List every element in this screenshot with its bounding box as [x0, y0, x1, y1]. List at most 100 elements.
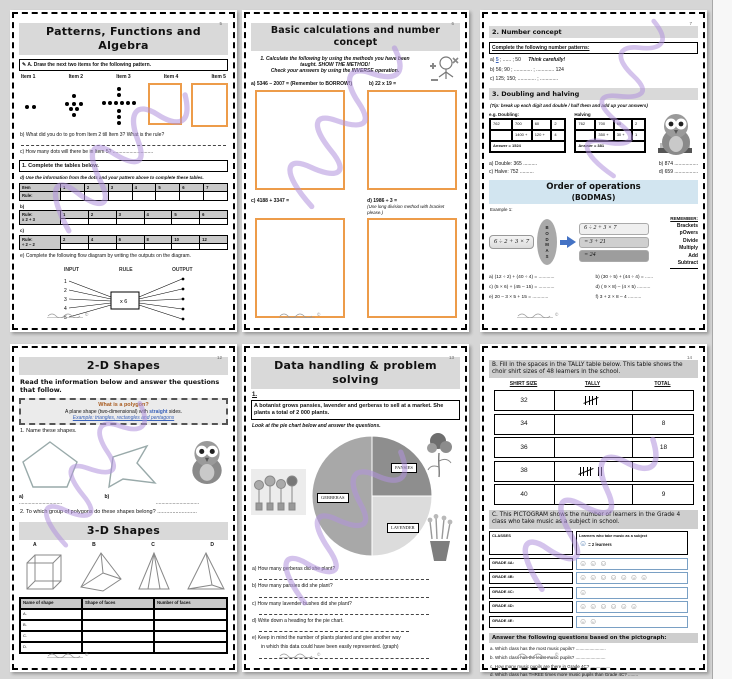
shapes-row-label: A.: [23, 611, 27, 617]
shapes-table-cell[interactable]: [154, 630, 227, 642]
tally-total[interactable]: [633, 462, 695, 481]
remember-heading: REMEMBER:: [670, 216, 698, 221]
section-2-heading: 2. Number concept: [489, 26, 698, 39]
table-a-cell[interactable]: [84, 192, 108, 200]
look-instruction: Look at the pie chart below and answer t…: [252, 422, 381, 429]
table-b-cell[interactable]: [88, 219, 116, 225]
worksheet-page-6[interactable]: 14 B. Fill in the spaces in the TALLY ta…: [480, 344, 707, 677]
tally-row: 38: [493, 460, 695, 482]
rule-table-c[interactable]: Rule: ÷ 2 – 2 2 4 6 8 10 12: [19, 235, 228, 251]
shapes-table-cell[interactable]: [82, 641, 154, 653]
smiley-icon: ☺: [609, 573, 618, 583]
table-c-cell[interactable]: [116, 244, 144, 250]
table-b-cell[interactable]: [144, 219, 172, 225]
tally-total[interactable]: 9: [661, 490, 666, 498]
tally-total[interactable]: [633, 391, 695, 410]
item4-answer-box[interactable]: [148, 83, 182, 125]
smiley-icon: ☺: [589, 558, 598, 568]
label-a: a): [19, 493, 24, 500]
pictogram-row-label: GRADE 4E:: [489, 615, 573, 628]
table-b-cell[interactable]: [200, 219, 227, 225]
triangular-prism-shape: [80, 551, 123, 592]
table-a-cell[interactable]: [108, 192, 132, 200]
pictogram-row-label: GRADE 4D:: [489, 601, 573, 614]
table-a-header: 6: [180, 184, 204, 192]
tally-table[interactable]: SHIRT SIZE TALLY TOTAL 32 34 8 36: [493, 381, 695, 506]
smiley-icon: ☺: [579, 573, 588, 583]
table-b-cell[interactable]: [116, 219, 144, 225]
tally-marks[interactable]: [555, 485, 633, 505]
question-e: e) Complete the following flow diagram b…: [20, 253, 191, 260]
work-box-c[interactable]: [255, 218, 345, 319]
square-pyramid-shape: [137, 551, 170, 590]
label-c: c): [20, 228, 25, 234]
tally-total[interactable]: 18: [659, 443, 668, 451]
worksheet-page-4[interactable]: 12 2-D Shapes Read the information below…: [10, 344, 237, 672]
work-box-d[interactable]: [367, 218, 457, 319]
table-a-header: 2: [84, 184, 108, 192]
section-a-text: A. Draw the next two items for the follo…: [27, 61, 152, 68]
item5-answer-box[interactable]: [191, 83, 228, 127]
worksheet-page-1[interactable]: 5 Patterns, Functions and Algebra ✎ A. D…: [10, 10, 237, 332]
table-b-cell[interactable]: [61, 219, 88, 225]
owl-clipart: [192, 441, 222, 485]
tally-total[interactable]: 8: [661, 420, 666, 428]
table-a-cell[interactable]: [180, 192, 204, 200]
table-a-cell[interactable]: [61, 192, 84, 200]
answer-line: [259, 609, 429, 615]
dot-pattern-item2: [65, 94, 83, 117]
tally-marks[interactable]: [555, 438, 633, 458]
flow-input-2: 2: [64, 288, 67, 294]
worksheet-page-2[interactable]: 6 Basic calculations and number concept …: [242, 10, 469, 332]
tally-marks[interactable]: [555, 391, 633, 411]
shapes-table-cell[interactable]: [82, 608, 154, 620]
table-a-cell[interactable]: [132, 192, 156, 200]
label-b: b): [104, 493, 110, 500]
table-c-cell[interactable]: [172, 244, 200, 250]
smiley-icon: ☺: [599, 573, 608, 583]
table-a-cell[interactable]: [204, 192, 227, 200]
bodmas-step-2: = 3 + 21: [579, 236, 650, 249]
worksheet-page-5[interactable]: 13 Data handling & problem solving 1. A …: [242, 344, 469, 672]
tally-marks[interactable]: [555, 461, 633, 481]
pictograph-question-c: c. How many music pupils are there in Gr…: [490, 663, 611, 669]
work-box-a[interactable]: [255, 89, 345, 190]
shapes-table-cell[interactable]: [82, 619, 154, 631]
page-title: Patterns, Functions and Algebra: [19, 23, 228, 55]
shapes-table-cell[interactable]: [154, 619, 227, 631]
shapes-row-label: B.: [23, 622, 27, 628]
shapes-table-cell[interactable]: [154, 641, 227, 653]
table-b-header: 3: [116, 211, 144, 219]
shapes-table-cell[interactable]: [82, 630, 154, 642]
shapes-table[interactable]: Name of shape Shape of faces Number of f…: [19, 596, 228, 654]
rule-table-a[interactable]: Item 1 2 3 4 5 6 7 Rule:: [19, 183, 228, 201]
pie-label-gerberas: GERBERAS: [317, 493, 349, 503]
table-a-cell[interactable]: [156, 192, 180, 200]
smiley-icon: ☺: [629, 573, 639, 583]
copyright-mark: ©: [555, 312, 559, 318]
shapes-table-cell[interactable]: [154, 608, 227, 620]
footer-scribble: [279, 313, 315, 318]
table-b-header: 5: [172, 211, 200, 219]
botanist-text-box: A botanist grows pansies, lavender and g…: [251, 400, 460, 420]
worksheet-page-3[interactable]: 7 2. Number concept Complete the followi…: [480, 10, 707, 332]
table-c-cell[interactable]: [88, 244, 116, 250]
work-box-b[interactable]: [367, 89, 457, 190]
table-b-cell[interactable]: [172, 219, 200, 225]
table-a-header: 1: [61, 184, 84, 192]
halving-cell: 350 +: [595, 129, 614, 141]
table-c-cell[interactable]: [144, 244, 172, 250]
bodmas-letter: S: [545, 253, 549, 259]
smiley-icon: ☺: [599, 558, 608, 568]
copyright-mark: ©: [317, 652, 321, 658]
arrow-right-icon: [560, 236, 577, 249]
shape-label-b: B: [92, 541, 96, 548]
rule-table-b[interactable]: Rule: x 2 + 3 1 2 3 4 5 6: [19, 210, 228, 226]
answer-line: [259, 592, 429, 598]
bodmas-question-c: c) (5 × 6) + (45 – 15) = ............: [489, 284, 555, 290]
table-c-cell[interactable]: [200, 244, 227, 250]
tally-marks[interactable]: [555, 414, 633, 434]
table-c-header: 6: [116, 236, 144, 244]
table-c-cell[interactable]: [61, 244, 88, 250]
bodmas-letter: A: [545, 248, 549, 254]
